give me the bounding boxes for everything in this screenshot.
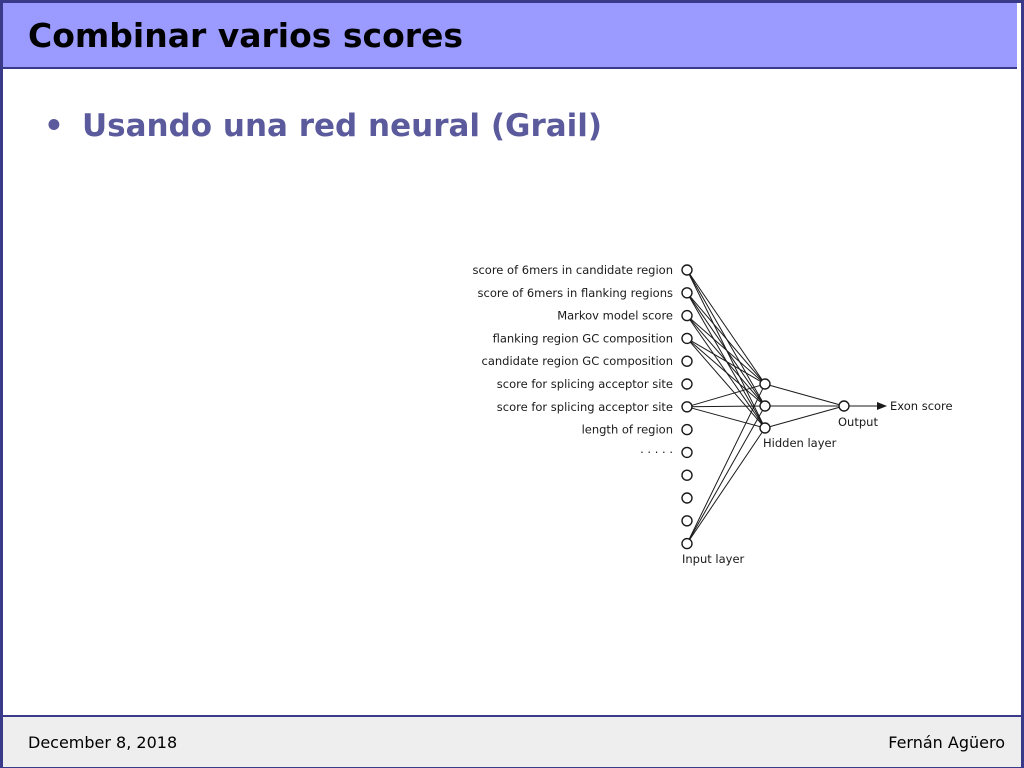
input-hidden-edge bbox=[686, 315, 766, 385]
neural-network-diagram: score of 6mers in candidate region score … bbox=[440, 240, 1000, 580]
input-hidden-edge bbox=[686, 269, 766, 385]
input-node bbox=[681, 264, 693, 276]
input-label: score for splicing acceptor site bbox=[497, 377, 673, 391]
input-hidden-edge bbox=[686, 383, 766, 544]
input-hidden-edge bbox=[686, 338, 766, 429]
input-node bbox=[681, 355, 693, 367]
input-hidden-edge bbox=[686, 405, 766, 544]
input-labels: score of 6mers in candidate region score … bbox=[472, 263, 673, 459]
input-hidden-edge bbox=[686, 338, 766, 407]
input-node bbox=[681, 287, 693, 299]
input-node bbox=[681, 423, 693, 436]
footer-author: Fernán Agüero bbox=[888, 733, 1005, 752]
input-node bbox=[681, 309, 693, 322]
footer-date: December 8, 2018 bbox=[28, 733, 178, 752]
input-layer-label: Input layer bbox=[682, 552, 745, 566]
network-nodes bbox=[681, 264, 850, 550]
input-hidden-edge bbox=[686, 427, 766, 544]
hidden-node bbox=[759, 378, 771, 390]
hidden-node bbox=[759, 400, 771, 412]
input-hidden-edge bbox=[686, 292, 766, 385]
input-node bbox=[681, 537, 693, 550]
title-bar: Combinar varios scores bbox=[3, 3, 1017, 69]
input-node bbox=[681, 469, 693, 481]
hidden-output-edge bbox=[764, 405, 845, 429]
input-label: score of 6mers in flanking regions bbox=[478, 286, 673, 300]
input-hidden-edge bbox=[686, 406, 766, 429]
bullet-text: Usando una red neural (Grail) bbox=[82, 108, 603, 144]
input-label: score for splicing acceptor site bbox=[497, 400, 673, 414]
input-hidden-edge bbox=[686, 383, 766, 408]
input-node bbox=[681, 446, 693, 459]
input-hidden-edge bbox=[686, 337, 766, 385]
connection-lines bbox=[686, 269, 887, 544]
output-node bbox=[838, 400, 850, 412]
hidden-output-edge bbox=[764, 383, 845, 407]
hidden-layer-label: Hidden layer bbox=[763, 436, 837, 450]
input-node bbox=[681, 401, 693, 413]
input-label: score of 6mers in candidate region bbox=[472, 263, 673, 277]
footer: December 8, 2018 Fernán Agüero bbox=[3, 715, 1021, 767]
input-label: length of region bbox=[582, 423, 673, 437]
exon-score-label: Exon score bbox=[890, 399, 953, 413]
hidden-node bbox=[759, 422, 771, 434]
input-node bbox=[681, 332, 693, 345]
slide-title: Combinar varios scores bbox=[28, 16, 464, 55]
bullet-item: • Usando una red neural (Grail) bbox=[44, 108, 602, 144]
input-label: flanking region GC composition bbox=[493, 331, 673, 345]
input-node bbox=[681, 492, 693, 504]
neural-network-svg: score of 6mers in candidate region score … bbox=[472, 263, 953, 566]
input-label: Markov model score bbox=[557, 309, 673, 323]
input-node bbox=[681, 515, 693, 527]
input-label: · · · · · bbox=[640, 445, 673, 459]
bullet-dot-icon: • bbox=[44, 108, 64, 144]
input-label: candidate region GC composition bbox=[482, 354, 673, 368]
output-label: Output bbox=[838, 415, 878, 429]
input-hidden-edge bbox=[686, 405, 766, 408]
input-node bbox=[681, 378, 693, 390]
